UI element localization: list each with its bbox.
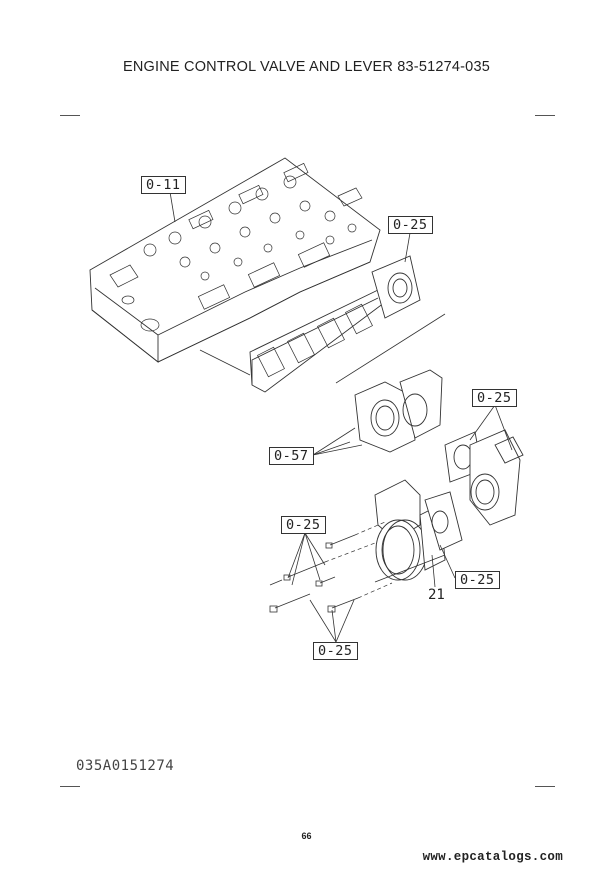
alignment-lines bbox=[324, 521, 393, 599]
callout-0-25-lower-right: 0-25 bbox=[455, 571, 500, 589]
right-flange-drawing bbox=[444, 429, 524, 526]
cylinder-head-drawing bbox=[89, 157, 381, 363]
throttle-valve-drawing bbox=[374, 479, 463, 581]
intake-manifold-drawing bbox=[249, 255, 421, 393]
drawing-code: 035A0151274 bbox=[76, 758, 175, 774]
crop-mark-bottom-right bbox=[535, 786, 555, 787]
callout-0-25-left: 0-25 bbox=[281, 516, 326, 534]
part-number-21: 21 bbox=[428, 587, 445, 603]
crop-mark-bottom-left bbox=[60, 786, 80, 787]
adapter-drawing bbox=[354, 369, 443, 453]
page-title: ENGINE CONTROL VALVE AND LEVER 83-51274-… bbox=[123, 59, 490, 75]
page-number: 66 bbox=[301, 831, 312, 841]
guide-lines bbox=[199, 313, 446, 583]
callout-0-25-right: 0-25 bbox=[472, 389, 517, 407]
leader-lines bbox=[169, 191, 513, 643]
callout-0-25-bottom: 0-25 bbox=[313, 642, 358, 660]
crop-mark-top-left bbox=[60, 115, 80, 116]
callout-0-11: 0-11 bbox=[141, 176, 186, 194]
crop-mark-top-right bbox=[535, 115, 555, 116]
callout-0-57: 0-57 bbox=[269, 447, 314, 465]
website-link[interactable]: www.epcatalogs.com bbox=[422, 850, 563, 864]
bolts-drawing bbox=[269, 534, 359, 613]
callout-0-25-top: 0-25 bbox=[388, 216, 433, 234]
